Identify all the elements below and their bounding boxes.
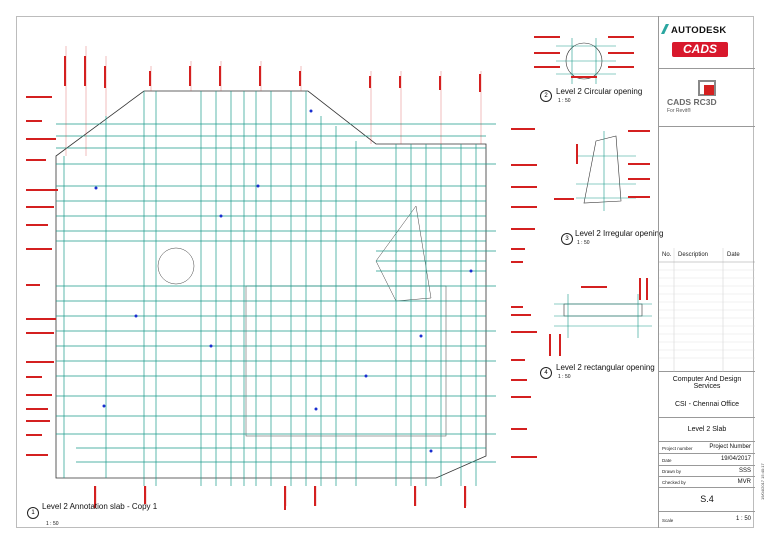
project-number-value: Project Number xyxy=(709,444,751,450)
annotation-leaders xyxy=(65,46,482,506)
date-label: Date xyxy=(662,458,672,463)
scale-label: Scale xyxy=(662,518,674,523)
drawn-by-row: Drawn by SSS xyxy=(659,466,755,477)
slab-drawing xyxy=(26,36,652,510)
scale-value: 1 : 50 xyxy=(735,516,751,522)
drawn-by-label: Drawn by xyxy=(662,469,682,474)
project-number-label: Project number xyxy=(662,446,693,451)
sheet-name-cell: Level 2 Slab xyxy=(659,418,755,442)
drawn-by-value: SSS xyxy=(738,468,751,474)
sheet-name: Level 2 Slab xyxy=(687,426,727,433)
view-scale-3: 1 : 50 xyxy=(577,240,590,246)
date-value: 19/04/2017 xyxy=(720,456,751,462)
scale-row: Scale 1 : 50 xyxy=(659,512,755,528)
drawing-area xyxy=(16,16,658,528)
view-title-4: Level 2 rectangular opening xyxy=(556,363,655,372)
autodesk-logo: AUTODESK xyxy=(671,25,727,36)
rc3d-logo-sub: For Revit® xyxy=(667,108,691,114)
view-number-1: 1 xyxy=(27,507,39,519)
checked-by-row: Checked by MVR xyxy=(659,477,755,488)
detail-irregular xyxy=(554,130,650,211)
sheet-number-cell: S.4 xyxy=(659,488,755,512)
logo-cell: AUTODESK CADS xyxy=(659,16,755,69)
view-number-2: 2 xyxy=(540,90,552,102)
project-number-row: Project number Project Number xyxy=(659,442,755,454)
checked-by-value: MVR xyxy=(737,479,751,485)
detail-circular xyxy=(534,36,634,84)
view-number-4: 4 xyxy=(540,367,552,379)
company-cell: Computer And Design Services CSI - Chenn… xyxy=(659,372,755,418)
sheet-border xyxy=(16,16,754,528)
autodesk-logo-icon xyxy=(661,24,669,34)
rev-header-description: Description xyxy=(678,252,709,258)
print-timestamp: 19/04/2017 15:40:17 xyxy=(760,463,765,500)
rc3d-logo-cell: CADS RC3D For Revit® xyxy=(659,69,755,127)
rebar-vertical xyxy=(63,91,477,486)
sheet-number: S.4 xyxy=(700,494,714,504)
revision-grid xyxy=(659,248,755,372)
detail-rectangular xyxy=(549,278,652,356)
rc3d-logo: CADS RC3D xyxy=(667,97,717,107)
checked-by-label: Checked by xyxy=(662,480,686,485)
view-scale-2: 1 : 50 xyxy=(558,98,571,104)
rev-header-date: Date xyxy=(727,252,740,258)
cads-logo: CADS xyxy=(672,42,728,57)
view-title-3: Level 2 Irregular opening xyxy=(575,229,664,238)
rebar-markers xyxy=(94,109,473,453)
annotation-marks xyxy=(26,56,537,510)
office-name: CSI - Chennai Office xyxy=(674,401,740,408)
title-block: AUTODESK CADS CADS RC3D For Revit® xyxy=(658,16,755,528)
revision-table: No. Description Date xyxy=(659,248,755,372)
slab-outline xyxy=(55,90,487,479)
view-scale-1: 1 : 50 xyxy=(46,521,59,527)
date-row: Date 19/04/2017 xyxy=(659,454,755,466)
opening-irregular xyxy=(375,205,432,302)
rev-header-no: No. xyxy=(662,252,672,258)
company-name: Computer And Design Services xyxy=(672,376,742,390)
view-title-1: Level 2 Annotation slab - Copy 1 xyxy=(42,502,158,511)
view-number-3: 3 xyxy=(561,233,573,245)
view-title-2: Level 2 Circular opening xyxy=(556,87,643,96)
view-scale-4: 1 : 50 xyxy=(558,374,571,380)
opening-circular xyxy=(157,247,195,285)
rc3d-logo-icon xyxy=(698,80,716,96)
